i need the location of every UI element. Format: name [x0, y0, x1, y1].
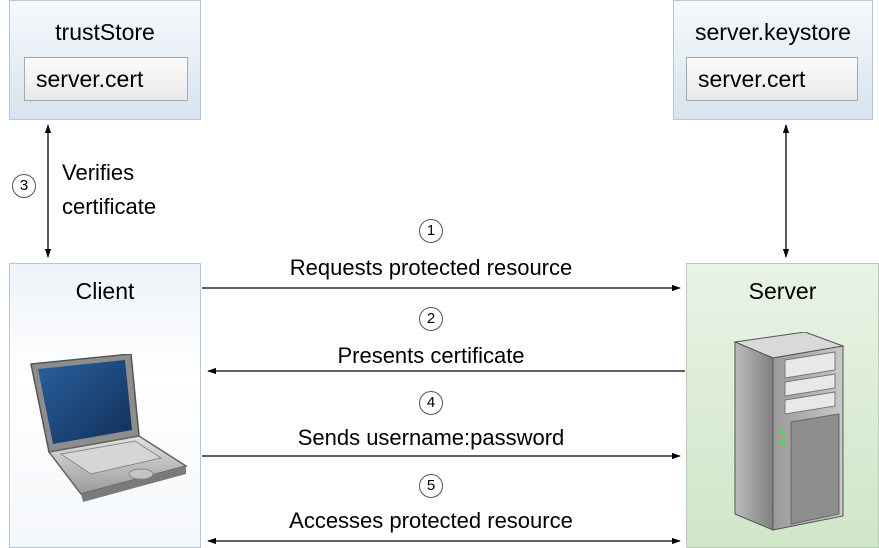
step-4-label: Sends username:password: [297, 425, 565, 450]
server-box: Server: [686, 263, 879, 548]
step-2-badge: 2: [419, 307, 443, 331]
laptop-icon: [30, 354, 188, 502]
step-5-label: Accesses protected resource: [289, 508, 573, 533]
verify-label-line2: certificate: [62, 194, 157, 219]
trust-store-box: trustStore server.cert: [9, 0, 201, 120]
step-3-badge: 3: [12, 174, 36, 198]
trust-store-title: trustStore: [55, 19, 155, 45]
step-5-badge: 5: [419, 474, 443, 498]
server-title: Server: [748, 278, 817, 304]
step-2-label: Presents certificate: [337, 343, 525, 368]
verify-label-line1: Verifies: [62, 160, 135, 185]
step-1-label: Requests protected resource: [289, 255, 573, 280]
client-title: Client: [75, 278, 135, 304]
server-tower-icon: [733, 332, 845, 531]
client-box: Client: [9, 263, 201, 548]
step-4-badge: 4: [419, 391, 443, 415]
server-keystore-box: server.keystore server.cert: [673, 0, 873, 120]
server-keystore-cert: server.cert: [686, 57, 858, 101]
step-1-badge: 1: [419, 219, 443, 243]
server-keystore-title: server.keystore: [695, 19, 851, 45]
trust-store-cert: server.cert: [24, 57, 188, 101]
